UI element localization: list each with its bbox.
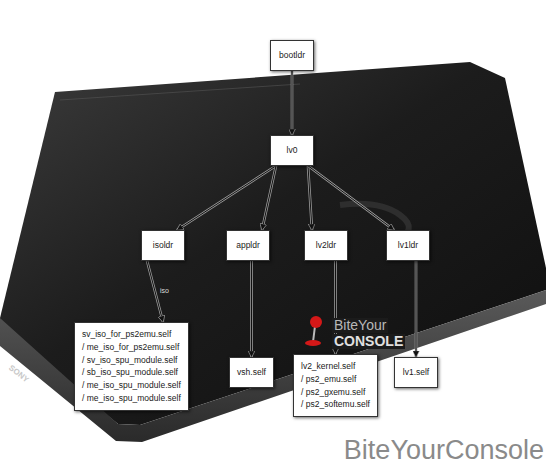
joystick-stick <box>313 326 315 342</box>
connector-line <box>308 166 394 230</box>
connector-line <box>177 166 276 230</box>
connector-line <box>262 166 276 230</box>
logo-text: BiteYour <box>332 318 388 333</box>
connector <box>177 166 276 230</box>
logo-text: CONSOLE <box>332 334 405 349</box>
node-text: lv1.self <box>402 366 430 379</box>
joystick-ball <box>310 316 322 328</box>
connector <box>308 166 312 230</box>
connector-halo <box>291 71 294 135</box>
connector-halo <box>177 166 276 230</box>
loader-box: lv1ldr <box>386 230 430 261</box>
connector-line <box>251 261 252 357</box>
node-text: / ps2_softemu.self <box>301 398 370 411</box>
node-text: / me_iso_spu_module.self <box>82 379 181 392</box>
file-list-box: lv2_kernel.self/ ps2_emu.self/ ps2_gxemu… <box>293 354 378 417</box>
console-top <box>0 62 546 425</box>
loader-box: lv0 <box>270 135 314 166</box>
watermark: BiteYourConsole <box>344 436 544 466</box>
node-text: isoldr <box>149 239 177 252</box>
loader-box: vsh.self <box>229 357 274 388</box>
joystick-base <box>305 340 321 346</box>
node-text: / ps2_emu.self <box>301 373 370 386</box>
connector <box>262 166 276 230</box>
node-text: appldr <box>234 239 262 252</box>
node-text: / me_iso_for_ps2emu.self <box>82 341 181 354</box>
node-text: vsh.self <box>237 366 266 379</box>
node-text: lv2_kernel.self <box>301 360 370 373</box>
connector-line <box>416 261 417 357</box>
connector-halo <box>250 261 253 357</box>
console-highlight <box>60 84 300 100</box>
connector <box>251 261 252 357</box>
node-text: lv1ldr <box>394 239 422 252</box>
loader-box: lv2ldr <box>304 230 348 261</box>
loader-box: bootldr <box>270 40 314 71</box>
node-text: / sb_iso_spu_module.self <box>82 366 181 379</box>
connector <box>416 261 417 357</box>
connector-halo <box>262 166 276 230</box>
node-text: / ps2_gxemu.self <box>301 386 370 399</box>
connector <box>292 71 293 135</box>
connector <box>308 166 394 230</box>
connector-halo <box>308 166 312 230</box>
connector-line <box>292 71 293 135</box>
node-text: bootldr <box>278 49 306 62</box>
loader-box: isoldr <box>141 230 185 261</box>
edge-label: iso <box>160 287 169 294</box>
connector-halo <box>415 261 418 357</box>
console-front <box>0 290 546 442</box>
file-list-box: sv_iso_for_ps2emu.self/ me_iso_for_ps2em… <box>74 322 189 411</box>
node-text: / me_iso_spu_module.self <box>82 392 181 405</box>
connector-line <box>308 166 312 230</box>
loader-box: lv1.self <box>394 357 438 388</box>
node-text: sv_iso_for_ps2emu.self <box>82 328 181 341</box>
node-text: lv2ldr <box>312 239 340 252</box>
loader-box: appldr <box>226 230 270 261</box>
connector-halo <box>308 166 394 230</box>
node-text: lv0 <box>278 144 306 157</box>
node-text: / sv_iso_spu_module.self <box>82 354 181 367</box>
